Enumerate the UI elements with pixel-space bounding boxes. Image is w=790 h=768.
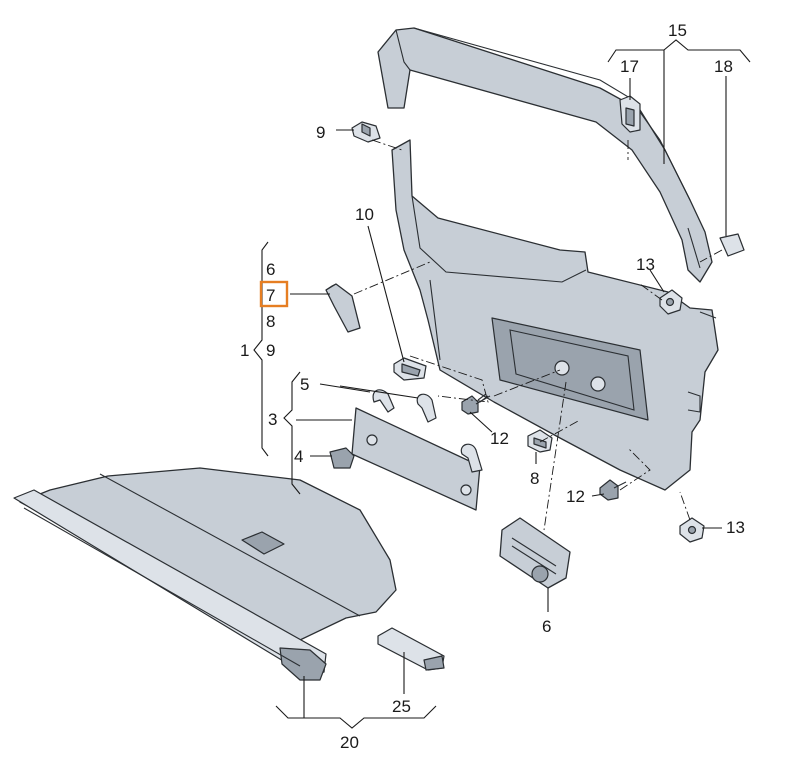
- callout-8-group: 8: [266, 312, 275, 331]
- callout-6-lower: 6: [542, 617, 551, 636]
- callout-25: 25: [392, 697, 411, 716]
- hook-part-4[interactable]: [329, 447, 355, 469]
- luggage-cover-part-20[interactable]: [13, 467, 397, 681]
- hook-part-5[interactable]: [372, 389, 483, 473]
- clip-part-9[interactable]: [351, 121, 381, 143]
- nut-part-13-lower[interactable]: [679, 517, 705, 543]
- callout-8-lower: 8: [530, 469, 539, 488]
- callout-4: 4: [294, 447, 303, 466]
- nut-part-13-upper[interactable]: [659, 289, 683, 315]
- clip-part-8[interactable]: [527, 429, 553, 453]
- highlight-box-7: [259, 280, 289, 308]
- callout-20: 20: [340, 733, 359, 752]
- leader-lines: [253, 39, 751, 729]
- callout-9-group: 9: [266, 341, 275, 360]
- callout-7: 7: [266, 286, 275, 305]
- tailgate-panel-part[interactable]: [391, 139, 719, 491]
- mounting-plate-part-3[interactable]: [351, 407, 481, 511]
- callout-6-group: 6: [266, 260, 275, 279]
- callout-10: 10: [355, 205, 374, 224]
- lower-bracket-part-6[interactable]: [499, 517, 571, 589]
- callout-12-upper: 12: [490, 429, 509, 448]
- callout-9-top: 9: [316, 123, 325, 142]
- clip-part-18[interactable]: [719, 233, 745, 257]
- bracket-part-17[interactable]: [619, 95, 641, 133]
- callout-13-upper: 13: [636, 255, 655, 274]
- callout-5: 5: [300, 375, 309, 394]
- callout-18: 18: [714, 57, 733, 76]
- mount-part-25[interactable]: [377, 627, 445, 671]
- callout-1: 1: [240, 341, 249, 360]
- screw-part-12-lower[interactable]: [599, 479, 627, 501]
- assembly-lines: [353, 139, 723, 531]
- callout-3: 3: [268, 410, 277, 429]
- callout-13-lower: 13: [726, 518, 745, 537]
- callout-17: 17: [620, 57, 639, 76]
- callout-15: 15: [668, 21, 687, 40]
- clip-part-10[interactable]: [393, 357, 427, 381]
- cover-flap-part[interactable]: [325, 283, 361, 333]
- screw-part-12-upper[interactable]: [461, 393, 491, 415]
- callout-12-lower: 12: [566, 487, 585, 506]
